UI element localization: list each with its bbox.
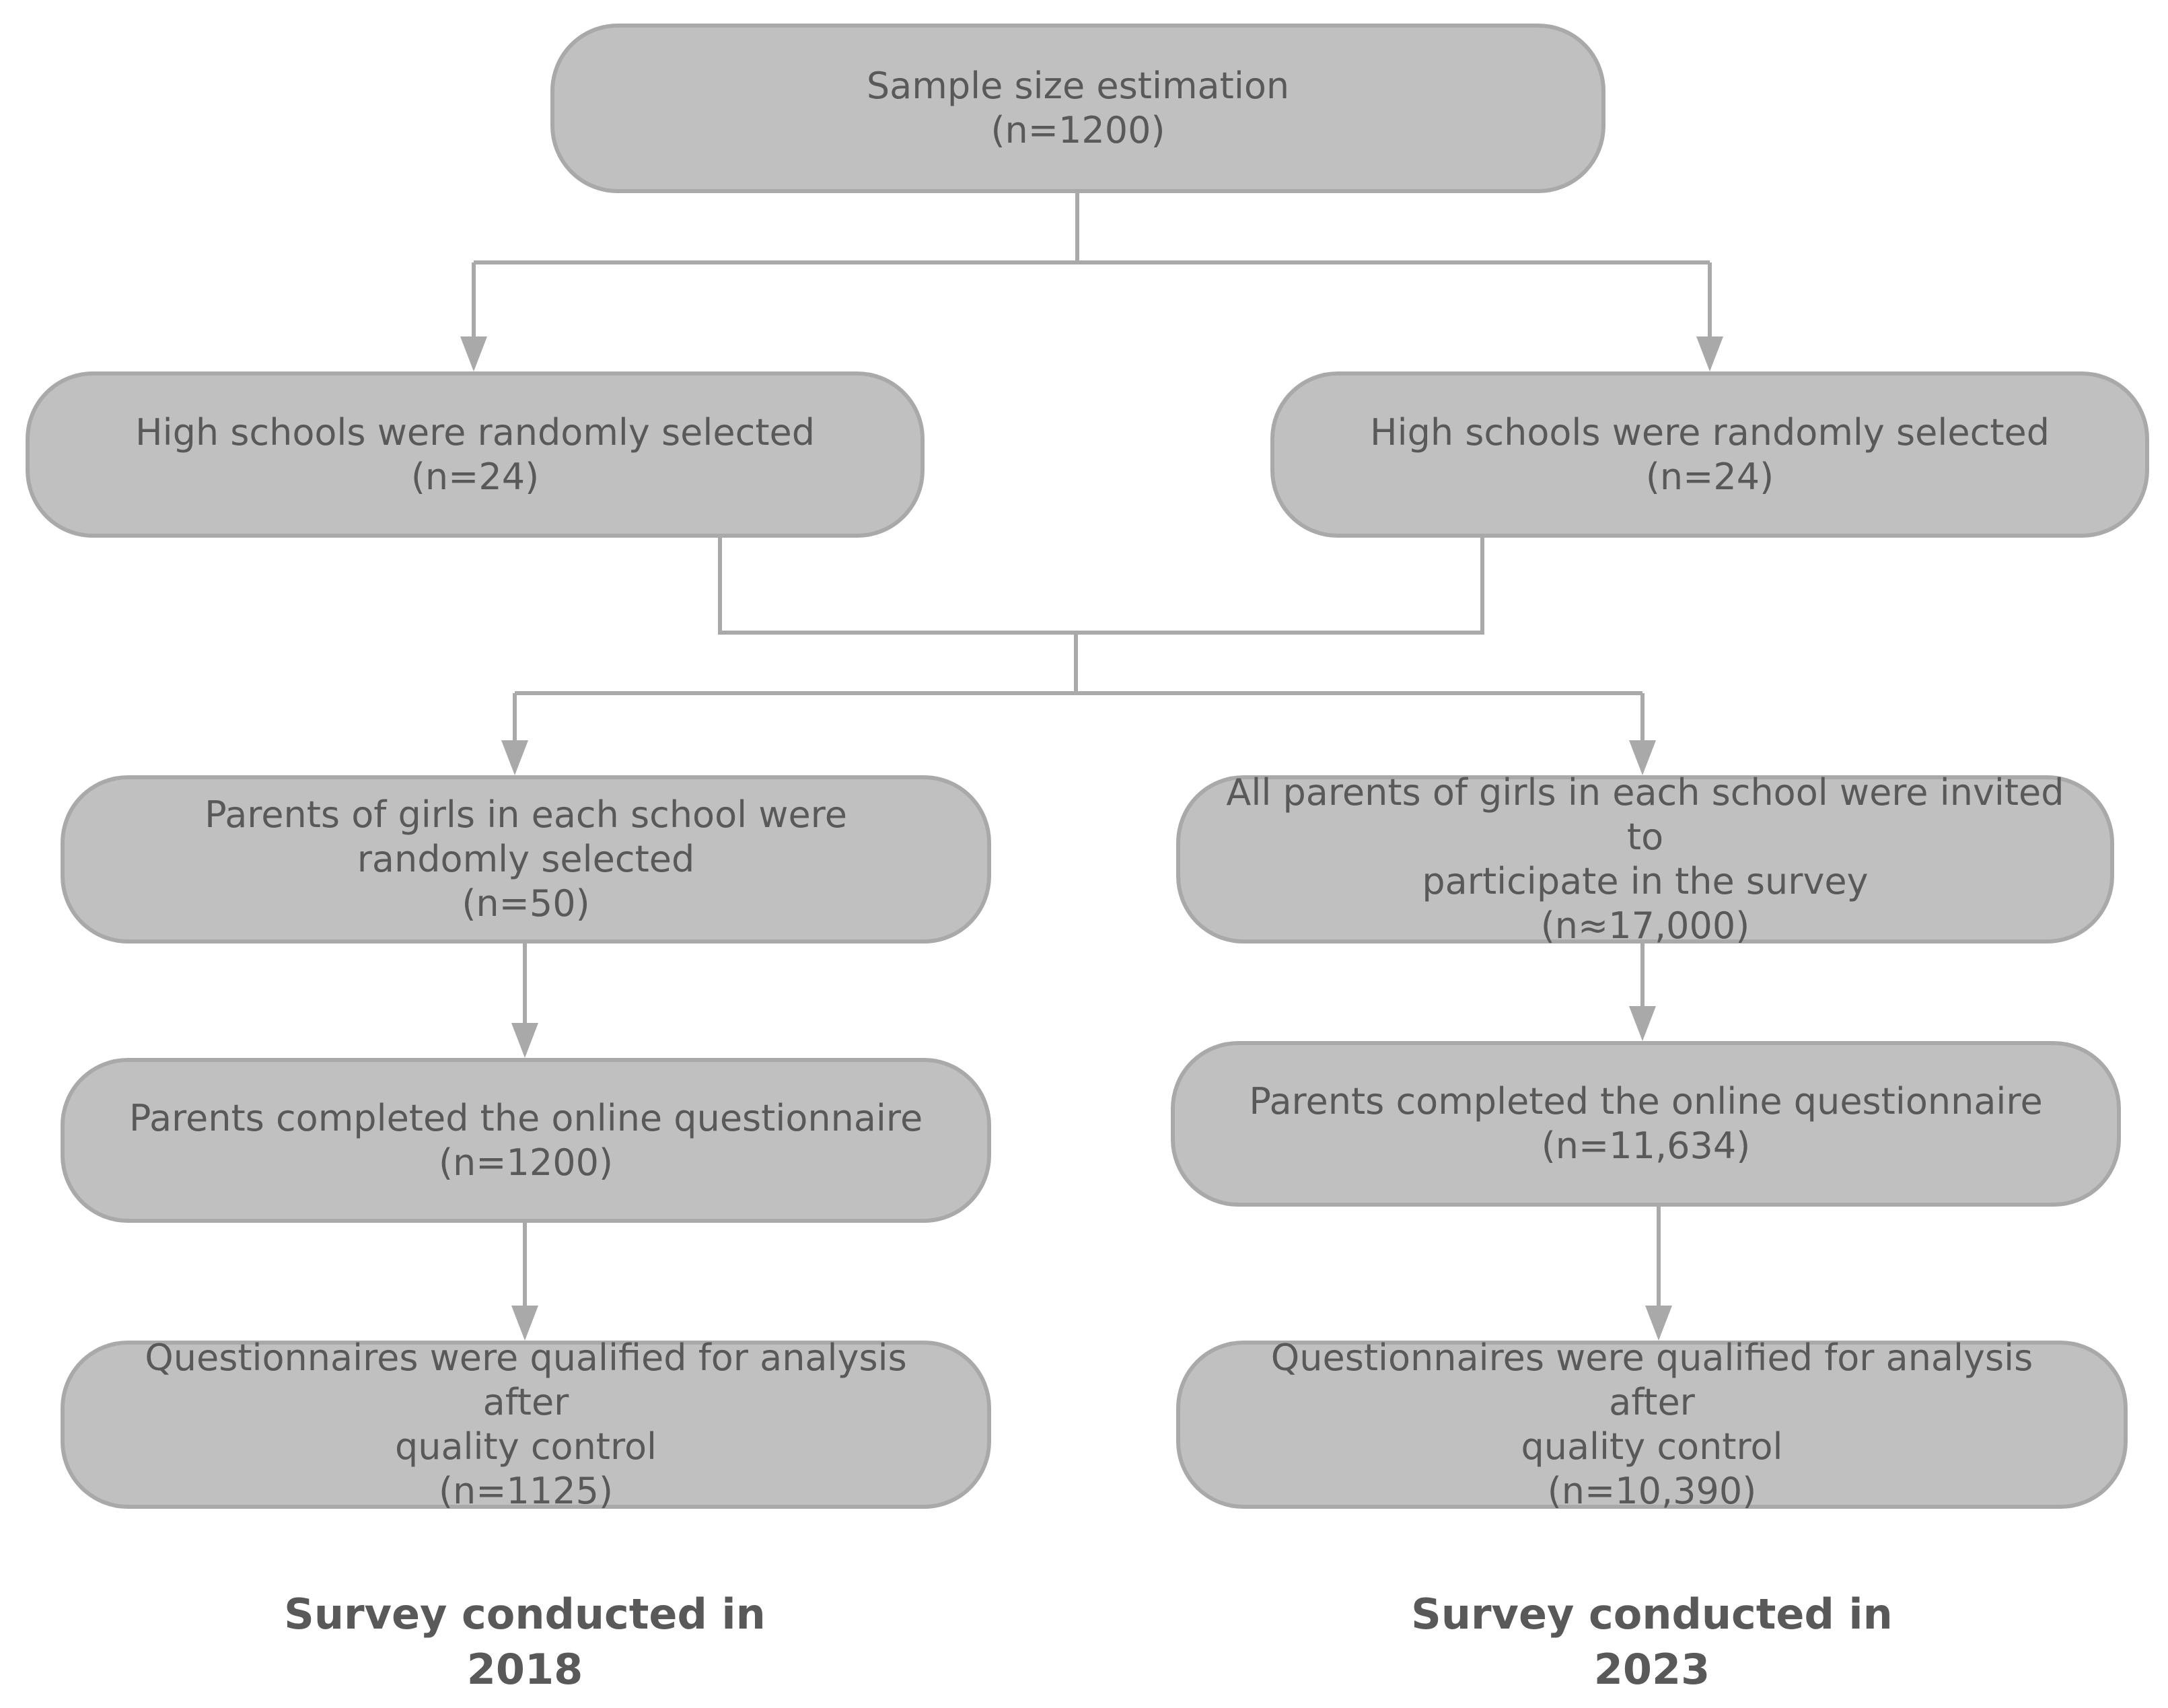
arrowhead-qualified-2018 bbox=[511, 1306, 538, 1341]
schools-2023-count: (n=24) bbox=[1645, 455, 1774, 498]
survey-2018-label-line2: 2018 bbox=[466, 1645, 583, 1694]
completed-2018-text: Parents completed the online questionnai… bbox=[129, 1096, 923, 1139]
arrowhead-completed-2018 bbox=[511, 1023, 538, 1058]
parents-invited-2023-text-2: participate in the survey bbox=[1422, 860, 1869, 902]
schools-2018-box: High schools were randomly selected (n=2… bbox=[26, 371, 925, 538]
sample-size-count: (n=1200) bbox=[990, 109, 1165, 151]
parents-invited-2023-text-1: All parents of girls in each school were… bbox=[1226, 771, 2064, 858]
survey-2023-label: Survey conducted in 2023 bbox=[1383, 1587, 1921, 1697]
sample-size-text: Sample size estimation bbox=[866, 65, 1290, 107]
survey-2023-label-line2: 2023 bbox=[1593, 1645, 1710, 1694]
arrowhead-parents-2018 bbox=[501, 740, 528, 775]
completed-2018-box: Parents completed the online questionnai… bbox=[61, 1058, 991, 1223]
arrowhead-schools-2018 bbox=[460, 336, 487, 371]
qualified-2018-text-2: quality control bbox=[394, 1425, 657, 1468]
parents-selected-2018-text-1: Parents of girls in each school were bbox=[205, 793, 847, 836]
arrowhead-schools-2023 bbox=[1696, 336, 1723, 371]
arrowhead-parents-2023 bbox=[1629, 740, 1656, 775]
arrowhead-qualified-2023 bbox=[1645, 1306, 1672, 1341]
qualified-2023-box: Questionnaires were qualified for analys… bbox=[1176, 1337, 2128, 1512]
survey-2023-label-line1: Survey conducted in bbox=[1411, 1590, 1893, 1639]
completed-2023-count: (n=11,634) bbox=[1541, 1125, 1751, 1167]
qualified-2018-box: Questionnaires were qualified for analys… bbox=[61, 1337, 991, 1512]
qualified-2023-text-1: Questionnaires were qualified for analys… bbox=[1270, 1337, 2033, 1423]
parents-selected-2018-box: Parents of girls in each school were ran… bbox=[61, 775, 991, 944]
connector-merge bbox=[718, 538, 1484, 635]
parents-invited-2023-count: (n≈17,000) bbox=[1540, 904, 1750, 947]
parents-invited-2023-box: All parents of girls in each school were… bbox=[1176, 771, 2114, 947]
schools-2018-text: High schools were randomly selected bbox=[135, 411, 815, 454]
qualified-2023-count: (n=10,390) bbox=[1547, 1470, 1757, 1512]
schools-2018-count: (n=24) bbox=[410, 455, 540, 498]
completed-2023-text: Parents completed the online questionnai… bbox=[1249, 1080, 2043, 1123]
arrowhead-completed-2023 bbox=[1629, 1006, 1656, 1041]
completed-2023-box: Parents completed the online questionnai… bbox=[1171, 1041, 2121, 1207]
sample-size-box: Sample size estimation (n=1200) bbox=[550, 24, 1605, 193]
qualified-2018-text-1: Questionnaires were qualified for analys… bbox=[145, 1337, 907, 1423]
qualified-2023-text-2: quality control bbox=[1521, 1425, 1783, 1468]
schools-2023-text: High schools were randomly selected bbox=[1370, 411, 2050, 454]
survey-2018-label-line1: Survey conducted in bbox=[284, 1590, 766, 1639]
completed-2018-count: (n=1200) bbox=[438, 1141, 614, 1184]
qualified-2018-count: (n=1125) bbox=[438, 1470, 614, 1512]
parents-selected-2018-count: (n=50) bbox=[462, 882, 590, 925]
schools-2023-box: High schools were randomly selected (n=2… bbox=[1270, 371, 2149, 538]
parents-selected-2018-text-2: randomly selected bbox=[357, 838, 695, 880]
survey-2018-label: Survey conducted in 2018 bbox=[256, 1587, 794, 1697]
